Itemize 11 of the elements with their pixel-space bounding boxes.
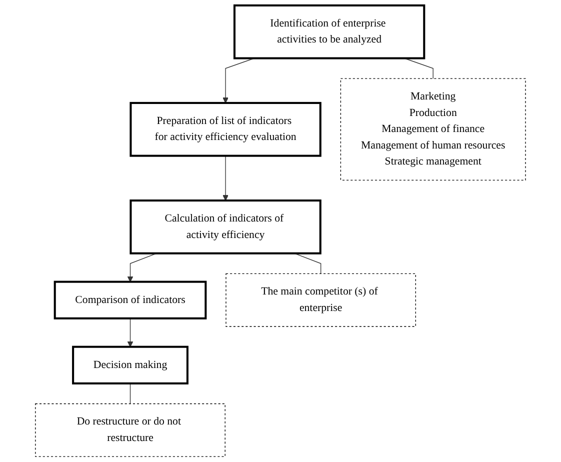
arrow <box>222 155 229 201</box>
node-box: Identification of enterprise activities to be analyzed <box>234 4 426 60</box>
node-box: Decision making <box>72 346 188 384</box>
node-box: Comparison of indicators <box>54 280 207 320</box>
node-box: The main competitor (s) of enterprise <box>226 273 416 327</box>
node-box: Preparation of list of indicators for activity efficiency evaluation <box>130 102 322 157</box>
arrow <box>127 318 134 348</box>
node-box: Calculation of indicators of activity efficiency <box>130 200 322 254</box>
node-box: Marketing Production Management of finance Management of human resources Strategic management <box>340 78 526 181</box>
node-box: Do restructure or do not restructure <box>35 403 226 457</box>
connector <box>130 383 131 404</box>
